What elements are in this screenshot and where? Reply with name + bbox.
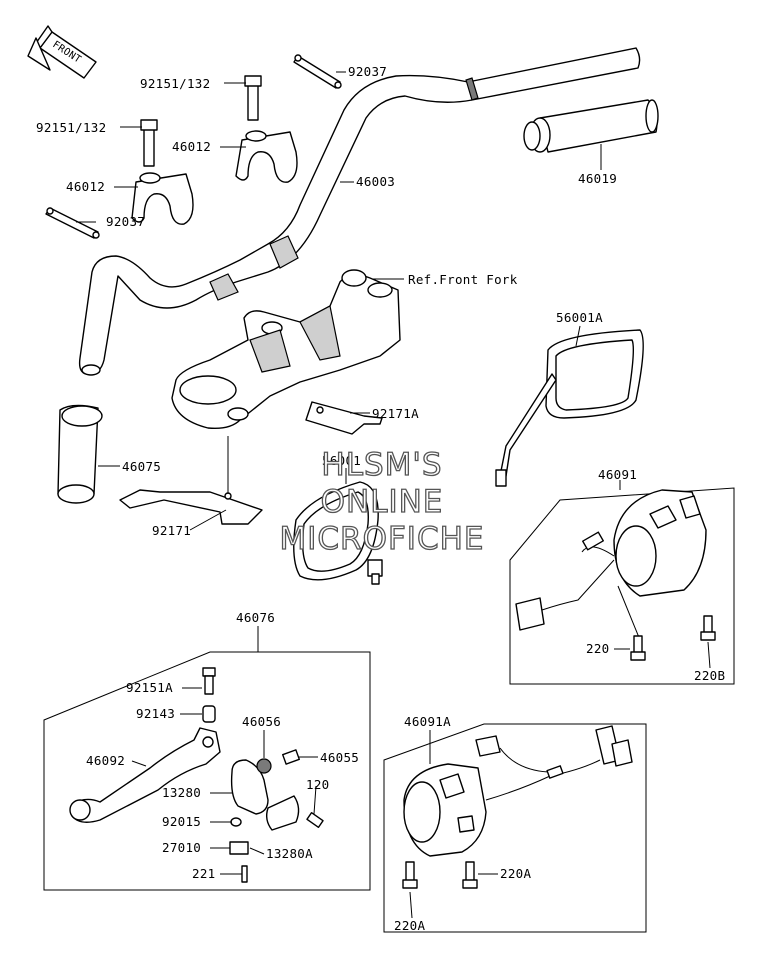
mirror-left [293,481,383,585]
label-46003: 46003 [356,174,395,189]
right-grip [523,99,659,153]
label-46092: 46092 [86,753,125,768]
label-13280: 13280 [162,785,201,800]
label-92015: 92015 [162,814,201,829]
label-220: 220 [586,641,609,656]
box-46076 [43,651,371,891]
label-92143: 92143 [136,706,175,721]
holder-lower [131,119,194,225]
bracket-92171a [305,401,383,435]
mirror-right [495,329,644,487]
watermark-line-3: MICROFICHE [280,521,485,557]
steering-stem [171,269,401,430]
lever-46092 [69,727,221,823]
left-switch [403,725,633,857]
label-220a-b: 220A [394,918,425,933]
watermark-line-2: ONLINE [321,484,444,520]
box-46091a [383,723,647,933]
label-56001: 56001 [322,453,361,468]
watermark-line-1: HLSM'S [321,447,442,483]
label-46019: 46019 [578,171,617,186]
screw-220 [630,635,646,661]
label-ref-front-fork: Ref.Front Fork [408,272,518,287]
clamp-upper [293,54,342,89]
label-46091a: 46091A [404,714,451,729]
label-92151a: 92151A [126,680,173,695]
label-46012-a: 46012 [172,139,211,154]
label-46091: 46091 [598,467,637,482]
label-46012-b: 46012 [66,179,105,194]
holder-upper [235,75,298,183]
bolt-92151a [202,667,216,695]
label-221: 221 [192,866,215,881]
label-120: 120 [306,777,329,792]
lever-holder [229,749,324,883]
label-92151-132-b: 92151/132 [36,120,106,135]
handlebar [78,47,641,376]
label-92037-b: 92037 [106,214,145,229]
label-46056: 46056 [242,714,281,729]
front-arrow-icon: FRONT [27,25,97,79]
label-92171: 92171 [152,523,191,538]
label-220b: 220B [694,668,725,683]
label-46075: 46075 [122,459,161,474]
screw-220a-1 [402,861,418,889]
clamp-lower [45,207,100,239]
label-220a-a: 220A [500,866,531,881]
leader-lines [76,71,711,919]
label-92151-132-a: 92151/132 [140,76,210,91]
label-92037-a: 92037 [348,64,387,79]
watermark: HLSM'S ONLINE MICROFICHE [279,446,485,557]
box-46091 [509,487,735,685]
left-grip [57,404,103,504]
right-switch [515,489,707,641]
bracket-92171 [119,489,263,525]
label-92171a: 92171A [372,406,419,421]
collar-92143 [202,705,216,723]
label-13280a: 13280A [266,846,313,861]
screw-220b [700,615,716,641]
label-56001a: 56001A [556,310,603,325]
label-27010: 27010 [162,840,201,855]
screw-220a-2 [462,861,478,889]
label-46055: 46055 [320,750,359,765]
label-46076: 46076 [236,610,275,625]
